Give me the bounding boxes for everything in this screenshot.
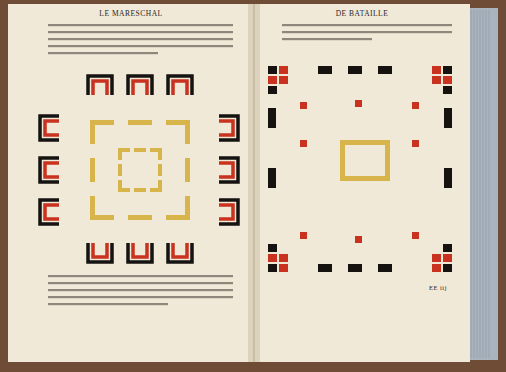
battalion-symbol — [40, 158, 59, 182]
signature-mark: EE iij — [429, 284, 447, 291]
running-head: DE BATAILLE — [336, 9, 389, 18]
battalion-symbol — [88, 243, 112, 262]
battalion-symbol — [128, 76, 152, 95]
pikemen-square — [90, 120, 190, 220]
battalion-symbol — [219, 200, 238, 224]
battalion-symbol — [219, 158, 238, 182]
battalion-symbol — [128, 243, 152, 262]
printed-text-lines — [48, 24, 452, 305]
battalion-symbol — [40, 116, 59, 140]
battalion-formation — [40, 76, 238, 262]
battalion-symbol — [88, 76, 112, 95]
battalion-symbol — [219, 116, 238, 140]
running-head: LE MARESCHAL — [99, 9, 162, 18]
battalion-symbol — [168, 76, 192, 95]
book — [8, 4, 498, 362]
battalion-symbol — [168, 243, 192, 262]
battalion-symbol — [40, 200, 59, 224]
cavalry-formation — [268, 66, 452, 272]
